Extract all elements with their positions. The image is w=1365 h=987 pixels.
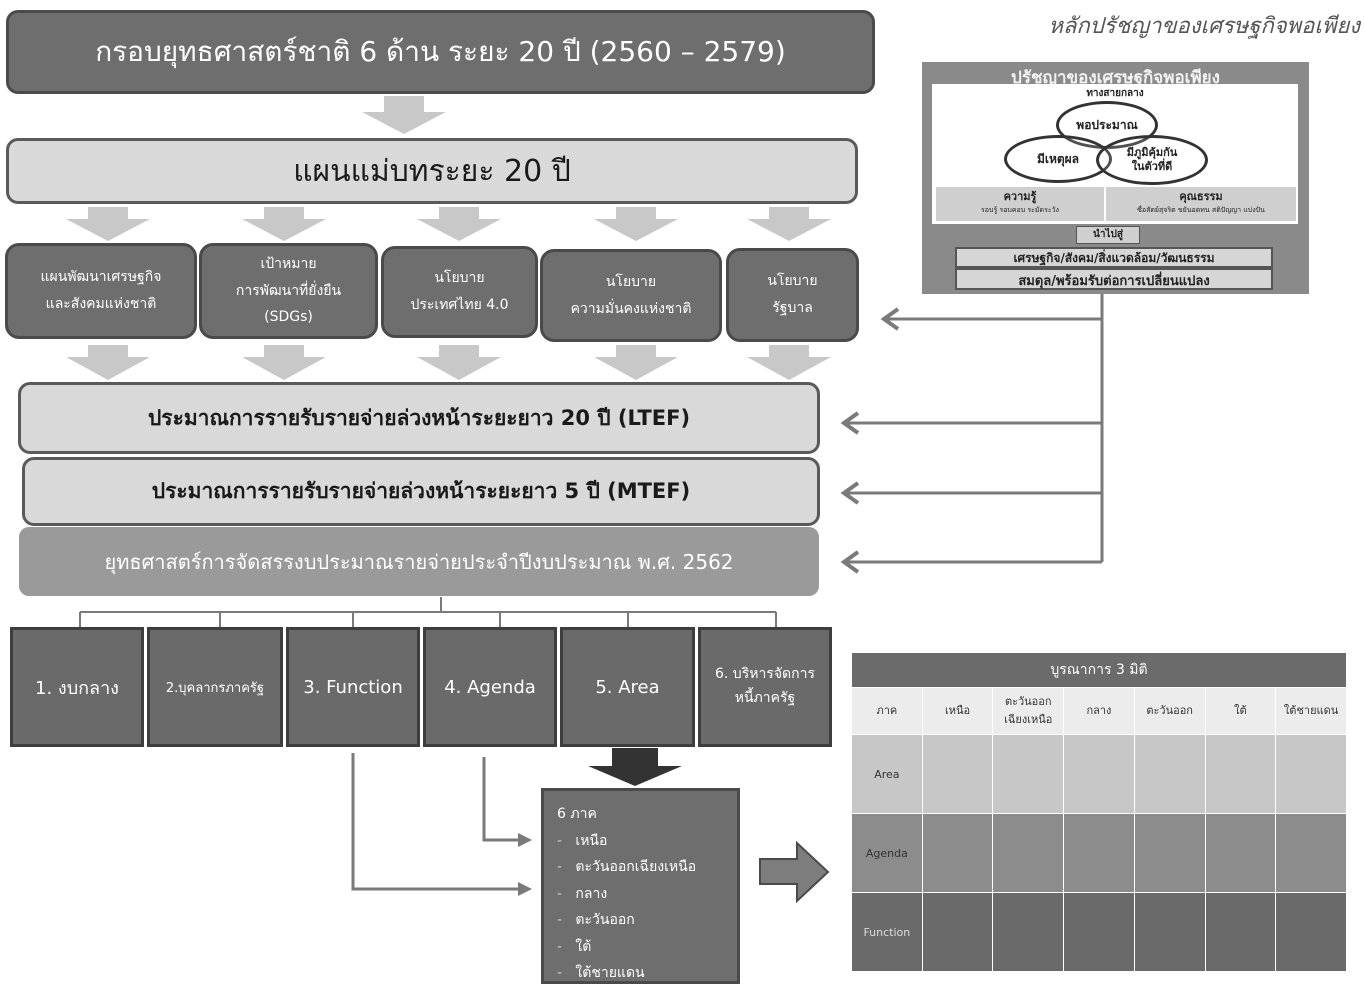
arrow-down-p5: [747, 207, 831, 241]
region-item: - ตะวันออกเฉียงเหนือ: [557, 859, 697, 875]
matrix-row-label: Area: [851, 734, 923, 814]
matrix-row-function: Function: [851, 892, 1347, 972]
matrix-row-area: Area: [851, 734, 1347, 814]
regions-title: 6 ภาค: [557, 806, 597, 822]
matrix-title: บูรณาการ 3 มิติ: [851, 652, 1347, 688]
matrix-header-cell: ตะวันออก: [1133, 687, 1206, 735]
category-government-personnel: 2.บุคลากรภาครัฐ: [147, 627, 283, 747]
matrix-header-cell: กลาง: [1063, 687, 1135, 735]
arrow-down-p1: [66, 207, 150, 241]
sufficiency-panel-title: ปรัชญาของเศรษฐกิจพอเพียง: [1011, 68, 1220, 88]
arrow-down-p2: [242, 207, 326, 241]
balance-bar: สมดุล/พร้อมรับต่อการเปลี่ยนแปลง: [955, 268, 1273, 290]
matrix-row-agenda: Agenda: [851, 813, 1347, 893]
arrow-down-q2: [242, 345, 326, 380]
matrix-row-label: Function: [851, 892, 923, 972]
knowledge-box: ความรู้ รอบรู้ รอบคอบ ระมัดระวัง: [936, 187, 1104, 221]
matrix-row-label: Agenda: [851, 813, 923, 893]
dimensions-bar: เศรษฐกิจ/สังคม/สิ่งแวดล้อม/วัฒนธรรม: [955, 247, 1273, 268]
region-item: - เหนือ: [557, 832, 608, 849]
matrix-header-cell: ตะวันออกเฉียงเหนือ: [992, 687, 1065, 735]
arrow-down-p4: [594, 207, 678, 241]
morality-box: คุณธรรม ซื่อสัตย์สุจริต ขยันอดทน สติปัญญ…: [1106, 187, 1296, 221]
regions-box: 6 ภาค - เหนือ - ตะวันออกเฉียงเหนือ - กลา…: [541, 788, 740, 984]
category-function: 3. Function: [286, 627, 420, 747]
reasonable-circle: มีเหตุผล: [1004, 135, 1112, 183]
ltef-box: ประมาณการรายรับรายจ่ายล่วงหน้าระยะยาว 20…: [18, 382, 820, 454]
arrow-down-q4: [594, 345, 678, 380]
middle-path-label: ทางสายกลาง: [1086, 88, 1144, 99]
region-item: - ใต้: [557, 938, 592, 955]
arrow-down-q3: [417, 345, 501, 380]
region-item: - ตะวันออก: [557, 912, 635, 928]
arrow-down-q5: [747, 345, 831, 380]
arrow-down-p3: [417, 207, 501, 241]
matrix-header-cell: ใต้: [1204, 687, 1277, 735]
region-item: - กลาง: [557, 885, 608, 902]
region-item: - ใต้ชายแดน: [557, 965, 645, 981]
immunity-circle: มีภูมิคุ้มกันในตัวที่ดี: [1096, 135, 1208, 185]
leads-to-label: นำไปสู่: [1076, 226, 1140, 244]
policy-thailand-4: นโยบายประเทศไทย 4.0: [381, 246, 538, 338]
policy-sdgs: เป้าหมายการพัฒนาที่ยั่งยืน(SDGs): [199, 243, 378, 339]
matrix-header-cell: ใต้ชายแดน: [1275, 687, 1347, 735]
integration-matrix: บูรณาการ 3 มิติ ภาค เหนือ ตะวันออกเฉียงเ…: [851, 652, 1347, 972]
arrow-down-dark: [588, 748, 682, 786]
matrix-header-cell: ภาค: [851, 687, 923, 735]
policy-economic-social-plan: แผนพัฒนาเศรษฐกิจและสังคมแห่งชาติ: [5, 243, 197, 339]
category-debt-management: 6. บริหารจัดการหนี้ภาครัฐ: [698, 627, 832, 747]
sufficiency-caption: หลักปรัชญาของเศรษฐกิจพอเพียง: [1048, 14, 1360, 39]
arrow-down-top: [362, 96, 446, 134]
policy-government: นโยบายรัฐบาล: [726, 248, 859, 342]
matrix-header-cell: เหนือ: [921, 687, 994, 735]
master-plan-box: แผนแม่บทระยะ 20 ปี: [6, 138, 858, 204]
category-area: 5. Area: [560, 627, 695, 747]
arrow-down-q1: [66, 345, 150, 380]
budget-strategy-box: ยุทธศาสตร์การจัดสรรงบประมาณรายจ่ายประจำป…: [19, 527, 819, 596]
policy-national-security: นโยบายความมั่นคงแห่งชาติ: [540, 249, 722, 342]
mtef-box: ประมาณการรายรับรายจ่ายล่วงหน้าระยะยาว 5 …: [22, 457, 820, 526]
strategy-framework-title: กรอบยุทธศาสตร์ชาติ 6 ด้าน ระยะ 20 ปี (25…: [6, 10, 875, 94]
arrow-right-matrix: [759, 840, 830, 904]
category-central-fund: 1. งบกลาง: [10, 627, 144, 747]
category-agenda: 4. Agenda: [423, 627, 557, 747]
